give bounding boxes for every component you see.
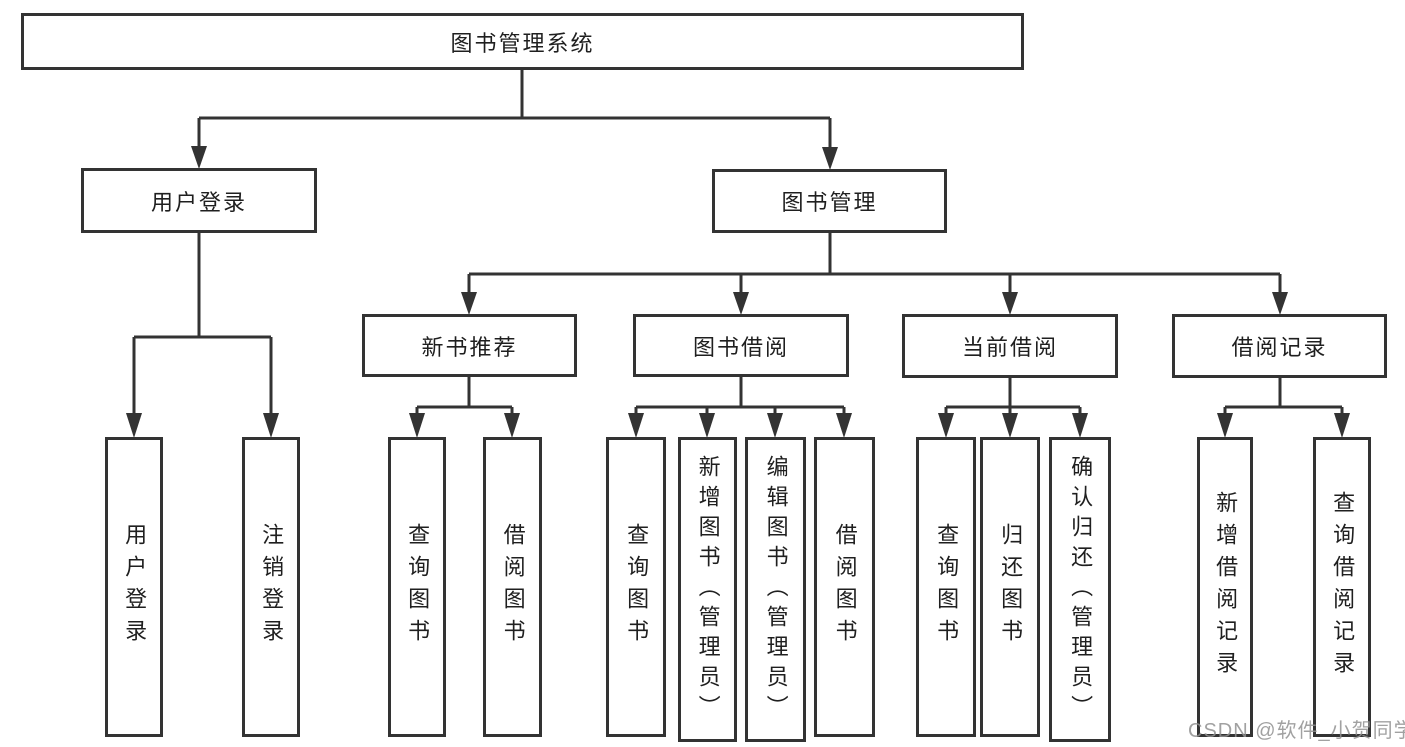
- leaf-search-books-borrow: 查询图书: [606, 437, 666, 737]
- csdn-watermark: CSDN @软件_小贺同学: [1188, 720, 1405, 742]
- leaf-confirm-return-admin: 确认归还（管理员）: [1049, 437, 1111, 742]
- leaf-search-books-recommend: 查询图书: [388, 437, 446, 737]
- leaf-logout-label: 注销登录: [259, 523, 285, 651]
- leaf-logout: 注销登录: [242, 437, 300, 737]
- node-library-system: 图书管理系统: [21, 13, 1024, 70]
- leaf-add-books-admin: 新增图书（管理员）: [678, 437, 737, 742]
- leaf-search-books-current-label: 查询图书: [934, 523, 960, 651]
- leaf-search-borrow-record: 查询借阅记录: [1313, 437, 1371, 737]
- node-new-book-recommendation: 新书推荐: [362, 314, 577, 377]
- node-book-borrowing-label: 图书借阅: [692, 334, 789, 360]
- leaf-add-borrow-record: 新增借阅记录: [1197, 437, 1253, 737]
- leaf-search-books-current: 查询图书: [916, 437, 976, 737]
- leaf-search-books-recommend-label: 查询图书: [405, 523, 431, 651]
- leaf-search-books-borrow-label: 查询图书: [624, 523, 650, 651]
- node-borrowing-records-label: 借阅记录: [1231, 335, 1328, 360]
- node-library-system-label: 图书管理系统: [450, 30, 595, 56]
- leaf-add-borrow-record-label: 新增借阅记录: [1213, 491, 1239, 683]
- node-current-borrowing: 当前借阅: [902, 314, 1118, 378]
- leaf-return-books-label: 归还图书: [998, 523, 1024, 651]
- node-current-borrowing-label: 当前借阅: [961, 335, 1058, 360]
- node-user-login-label: 用户登录: [150, 189, 247, 215]
- leaf-edit-books-admin-label: 编辑图书（管理员）: [763, 454, 789, 725]
- leaf-borrow-books-label: 借阅图书: [832, 523, 858, 651]
- leaf-user-login-label: 用户登录: [122, 523, 148, 651]
- leaf-return-books: 归还图书: [980, 437, 1040, 737]
- node-book-borrowing: 图书借阅: [633, 314, 849, 377]
- arrowhead-group: [126, 146, 1350, 438]
- leaf-borrow-books: 借阅图书: [814, 437, 875, 737]
- leaf-borrow-books-recommend-label: 借阅图书: [500, 523, 526, 651]
- node-book-management: 图书管理: [712, 169, 947, 233]
- leaf-confirm-return-admin-label: 确认归还（管理员）: [1068, 454, 1094, 725]
- node-user-login: 用户登录: [81, 168, 317, 233]
- node-new-book-recommendation-label: 新书推荐: [421, 334, 518, 360]
- leaf-add-books-admin-label: 新增图书（管理员）: [695, 454, 721, 725]
- leaf-user-login: 用户登录: [105, 437, 163, 737]
- node-borrowing-records: 借阅记录: [1172, 314, 1387, 378]
- leaf-edit-books-admin: 编辑图书（管理员）: [745, 437, 806, 742]
- node-book-management-label: 图书管理: [781, 190, 878, 215]
- leaf-borrow-books-recommend: 借阅图书: [483, 437, 542, 737]
- leaf-search-borrow-record-label: 查询借阅记录: [1330, 491, 1356, 683]
